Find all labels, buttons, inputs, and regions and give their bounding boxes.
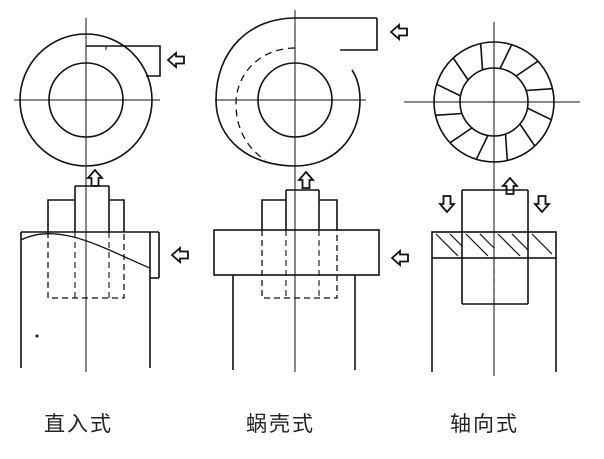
straight-entry-side-view: [20, 185, 160, 368]
guide-vane: [527, 107, 552, 121]
guide-vane: [479, 43, 484, 71]
axial-diagram: [404, 22, 580, 376]
guide-vane: [452, 57, 469, 81]
caption-axial: 轴向式: [450, 412, 519, 436]
volute-diagram: [213, 10, 409, 372]
scan-speck: [35, 334, 39, 338]
guide-vane: [499, 44, 513, 69]
volute-outlet-arrow-icon: [298, 171, 314, 189]
guide-vane: [504, 133, 509, 161]
straight-entry-inlet-arrow-icon: [167, 52, 185, 68]
guide-vane: [436, 83, 461, 97]
straight-entry-outlet-arrow-icon: [87, 169, 103, 187]
axial-guide-vanes: [435, 43, 553, 161]
guide-vane: [449, 127, 473, 144]
guide-vane: [435, 112, 463, 117]
straight-entry-diagram: [14, 18, 189, 372]
volute-side-view: [213, 189, 380, 370]
axial-left-inlet-arrow-icon: [439, 195, 455, 213]
axial-top-view: [404, 22, 580, 376]
axial-right-inlet-arrow-icon: [534, 195, 550, 213]
guide-vane: [525, 87, 553, 92]
straight-entry-top-view: [14, 18, 161, 372]
straight-entry-side-inlet-arrow-icon: [171, 247, 189, 263]
guide-vane: [475, 135, 489, 160]
axial-outlet-arrow-icon: [502, 177, 518, 195]
guide-vane: [515, 60, 539, 77]
volute-side-inlet-arrow-icon: [391, 250, 409, 266]
guide-vane: [519, 123, 536, 147]
axial-side-view: [431, 189, 557, 372]
volute-top-view: [215, 10, 378, 372]
volute-inlet-arrow-icon: [390, 24, 408, 40]
caption-volute: 蜗壳式: [246, 412, 315, 436]
caption-straight-entry: 直入式: [44, 412, 113, 436]
